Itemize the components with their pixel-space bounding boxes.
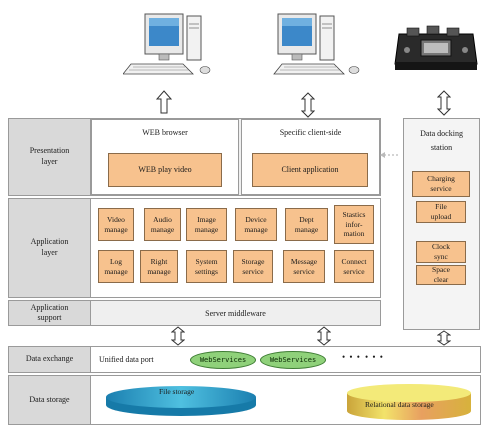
- data-storage-label: Data storage: [9, 376, 91, 424]
- web-browser-title: WEB browser: [142, 128, 188, 137]
- web-browser-panel: WEB browser WEB play video: [91, 119, 239, 195]
- arrow-updown-icon-pc2: [301, 92, 315, 118]
- file-storage-disk-icon: [103, 382, 259, 420]
- module-device-manage: Device manage: [235, 208, 277, 241]
- ellipsis-dots-2: • • •: [365, 352, 384, 362]
- ellipsis-dots-1: • • •: [342, 352, 361, 362]
- unified-data-port-label: Unified data port: [99, 355, 154, 364]
- webservices-ellipse-2: WebServices: [260, 351, 326, 369]
- presentation-layer-band: Presentation layer WEB browser WEB play …: [8, 118, 381, 196]
- pc-monitor-icon-2: [272, 6, 366, 76]
- dock-space-clear: Space clear: [416, 265, 466, 285]
- arrow-updown-icon-3: [437, 330, 451, 346]
- file-storage-label: File storage: [159, 387, 195, 396]
- data-exchange-label: Data exchange: [9, 347, 91, 372]
- arrow-updown-icon-2: [317, 326, 331, 346]
- web-play-video-box: WEB play video: [108, 153, 222, 187]
- arrow-up-icon-pc1: [156, 90, 172, 114]
- client-side-panel: Specific client-side Client application: [241, 119, 380, 195]
- data-docking-station-panel: Data docking station Charging service Fi…: [403, 118, 480, 330]
- module-dept-manage: Dept manage: [285, 208, 328, 241]
- application-support-label: Application support: [9, 301, 91, 325]
- arrow-updown-icon-1: [171, 326, 185, 346]
- module-right-manage: Right manage: [140, 250, 178, 283]
- module-log-manage: Log manage: [98, 250, 134, 283]
- module-system-settings: System settings: [186, 250, 227, 283]
- module-message-service: Message service: [283, 250, 325, 283]
- module-storage-service: Storage service: [233, 250, 273, 283]
- application-layer-label: Application layer: [9, 199, 91, 297]
- dock-file-upload: File upload: [416, 201, 466, 223]
- relational-storage-label: Relational data storage: [365, 400, 434, 409]
- webservices-ellipse-1: WebServices: [190, 351, 256, 369]
- docking-station-title: Data docking station: [420, 129, 463, 152]
- dock-charging-service: Charging service: [412, 171, 470, 197]
- application-layer-band: Application layer Video manage Audio man…: [8, 198, 381, 298]
- module-image-manage: Image manage: [186, 208, 227, 241]
- application-support-band: Application support Server middleware: [8, 300, 381, 326]
- client-side-title: Specific client-side: [279, 128, 342, 137]
- server-middleware-label: Server middleware: [205, 308, 266, 318]
- dock-clock-sync: Clock sync: [416, 241, 466, 263]
- arrow-updown-icon-dock: [437, 90, 451, 116]
- module-video-manage: Video manage: [98, 208, 134, 241]
- module-statistics-information: Stastics infor- mation: [334, 205, 374, 244]
- pc-monitor-icon-1: [123, 6, 217, 76]
- docking-station-device-icon: [393, 20, 479, 76]
- client-application-box: Client application: [252, 153, 368, 187]
- module-connect-service: Connect service: [334, 250, 374, 283]
- module-audio-manage: Audio manage: [144, 208, 181, 241]
- relational-storage-disk-icon: [345, 381, 473, 421]
- presentation-layer-label: Presentation layer: [9, 119, 91, 195]
- data-exchange-band: Data exchange Unified data port WebServi…: [8, 346, 481, 373]
- dock-link-arrow: [380, 150, 402, 160]
- data-storage-band: Data storage File storage Relation: [8, 375, 481, 425]
